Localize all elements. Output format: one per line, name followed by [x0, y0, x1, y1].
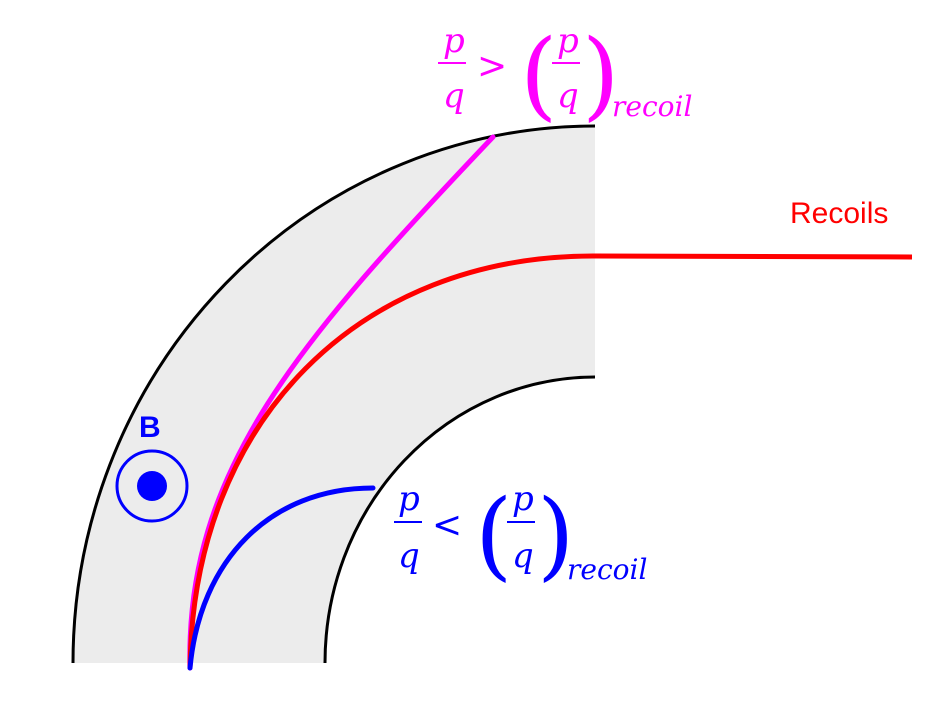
formula-greater-rhs-numerator: p [557, 21, 579, 61]
field-label: B [139, 411, 161, 444]
formula-less-left-paren: ( [475, 479, 512, 591]
magnet-inner-boundary [323, 375, 596, 664]
formula-less-right-paren: ) [537, 479, 574, 591]
formula-less-lhs-denominator: q [398, 536, 420, 576]
formula-less-rhs-numerator: p [512, 479, 534, 519]
formula-less-rhs-denominator: q [512, 536, 534, 576]
formula-less-lhs-numerator: p [398, 479, 420, 519]
formula-greater-subscript: recoil [612, 90, 692, 123]
formula-less: p q < ( p q ) recoil [394, 479, 647, 591]
low-rigidity-trajectory [187, 485, 376, 671]
formula-greater-operator: > [477, 46, 507, 87]
formula-greater-right-paren: ) [582, 19, 619, 131]
recoils-label: Recoils [790, 197, 888, 230]
formula-greater-lhs-numerator: p [443, 21, 465, 61]
formula-greater-lhs-denominator: q [443, 76, 465, 116]
magnet-outer-boundary [71, 124, 596, 664]
formula-greater-left-paren: ( [520, 19, 557, 131]
recoil-trajectory [187, 253, 913, 669]
formula-less-subscript: recoil [567, 553, 647, 586]
formula-less-operator: < [432, 505, 462, 546]
magnet-region [73, 126, 595, 663]
formula-greater-rhs-denominator: q [557, 76, 579, 116]
dot-out-of-page-icon [115, 449, 189, 523]
formula-greater: p q > ( p q ) recoil [438, 19, 692, 131]
